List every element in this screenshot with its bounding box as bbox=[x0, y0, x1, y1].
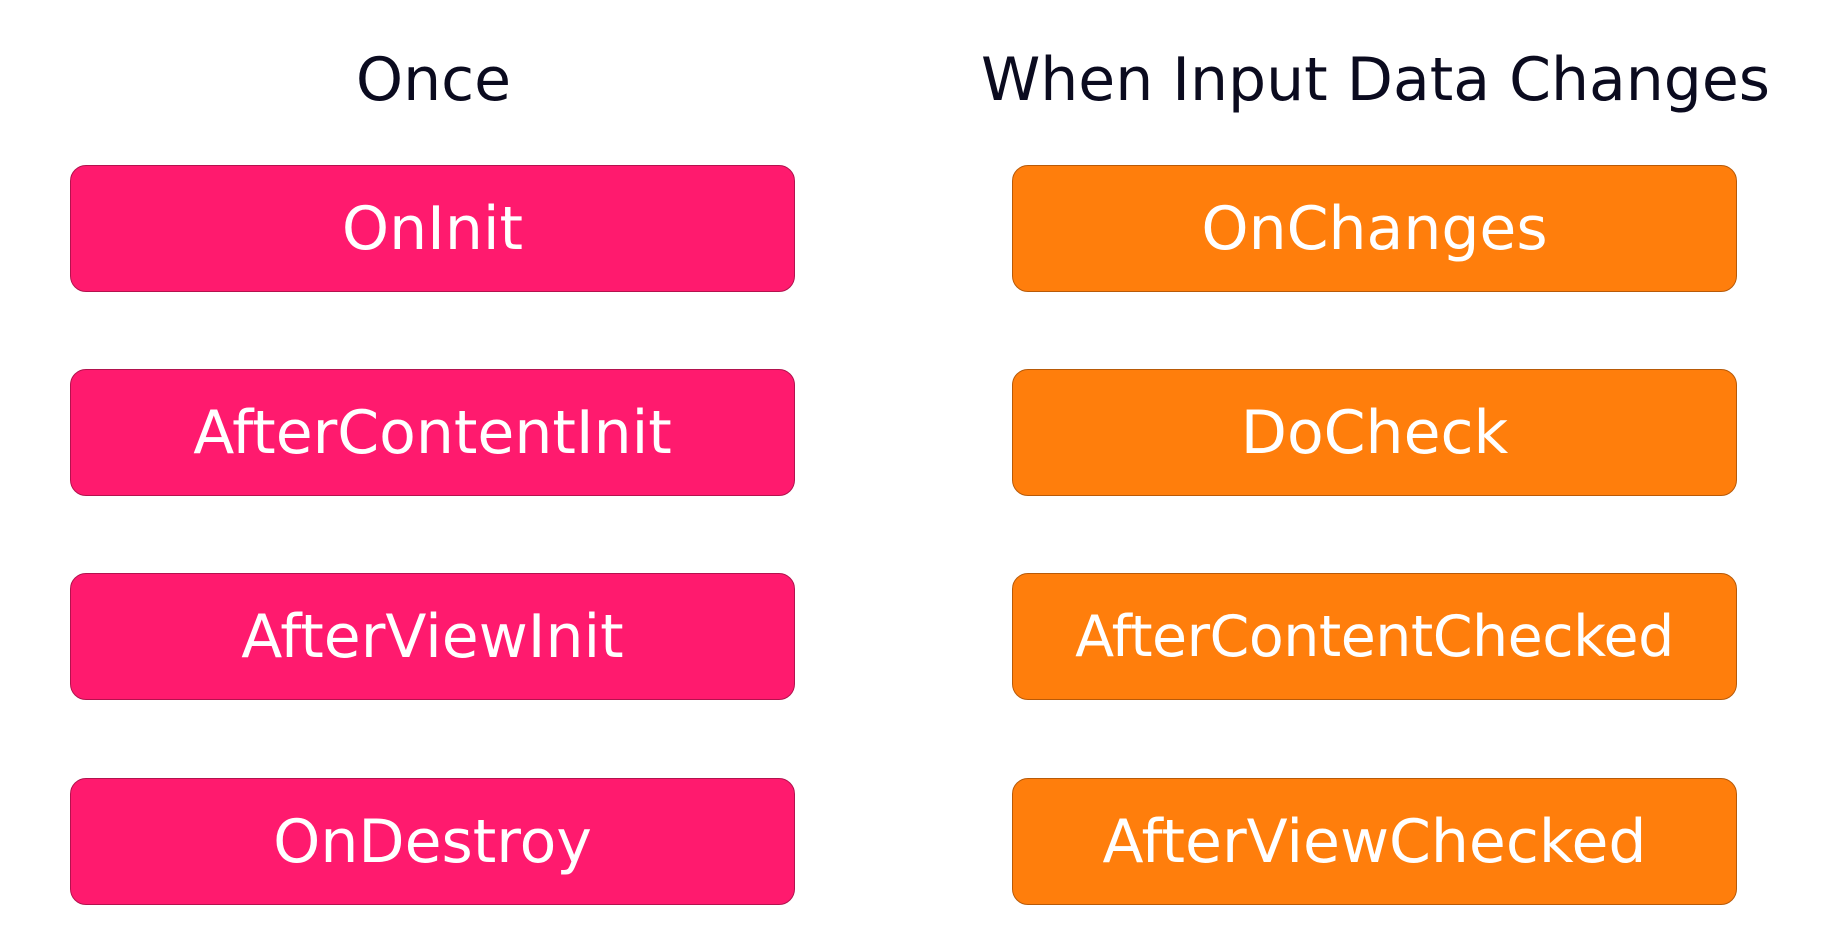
input-changes-column: When Input Data Changes OnChanges DoChec… bbox=[981, 0, 1770, 948]
hook-afterviewinit: AfterViewInit bbox=[70, 573, 795, 700]
once-column: Once OnInit AfterContentInit AfterViewIn… bbox=[70, 0, 797, 948]
hook-oninit: OnInit bbox=[70, 165, 795, 292]
input-changes-column-title: When Input Data Changes bbox=[980, 45, 1771, 115]
hook-docheck: DoCheck bbox=[1012, 369, 1737, 496]
hook-aftercontentchecked: AfterContentChecked bbox=[1012, 573, 1737, 700]
hook-ondestroy: OnDestroy bbox=[70, 778, 795, 905]
once-column-title: Once bbox=[355, 45, 512, 115]
hook-onchanges: OnChanges bbox=[1012, 165, 1737, 292]
hook-afterviewchecked: AfterViewChecked bbox=[1012, 778, 1737, 905]
hook-aftercontentinit: AfterContentInit bbox=[70, 369, 795, 496]
